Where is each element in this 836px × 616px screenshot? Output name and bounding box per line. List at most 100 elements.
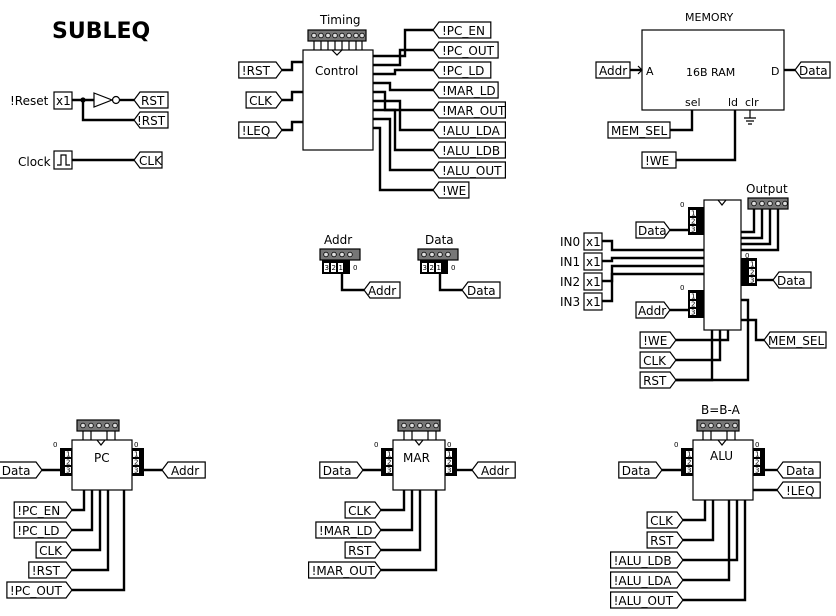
ram-block[interactable] (641, 29, 785, 111)
nrst-tag[interactable] (133, 111, 169, 129)
reset-label: !Reset (10, 94, 49, 108)
rst-tag[interactable] (133, 91, 169, 109)
svg-text:1: 1 (339, 264, 343, 272)
io-data-in-tag[interactable] (635, 221, 671, 239)
control-input-rst-label: !RST (242, 64, 271, 78)
control-output-mar-ld-label: !MAR_LD (442, 84, 496, 98)
alu-control-wire (683, 500, 715, 542)
alu-tag-rst[interactable] (646, 531, 684, 549)
control-output-alu-out-label: !ALU_OUT (442, 164, 502, 178)
mar-tag-rst[interactable] (344, 541, 382, 559)
control-input-leq[interactable] (238, 121, 283, 139)
alu-tag-alu-ldb[interactable] (610, 551, 684, 569)
control-output-alu-lda[interactable] (432, 121, 506, 139)
io-clock-notch (717, 199, 727, 206)
control-output-pc-ld[interactable] (432, 61, 492, 79)
ram-data-tag[interactable] (794, 61, 831, 79)
io-data-out-tag[interactable] (772, 271, 812, 289)
control-block[interactable] (302, 49, 374, 151)
alu-tag-alu-lda[interactable] (610, 571, 684, 589)
control-output-wire (373, 48, 433, 67)
io-block[interactable] (703, 199, 742, 331)
mar-control-wire (381, 490, 406, 512)
control-output-mar-ld[interactable] (432, 81, 499, 99)
addr-probe-tag[interactable] (363, 281, 401, 299)
control-output-wire (373, 99, 433, 132)
control-output-wire (373, 68, 433, 76)
mar-block[interactable] (392, 439, 446, 491)
control-output-pc-en-label: !PC_EN (442, 24, 485, 38)
pc-tag-rst-label: !RST (32, 564, 61, 578)
pc-block[interactable] (71, 439, 133, 491)
alu-data-out-tag[interactable] (776, 461, 821, 479)
control-input-rst[interactable] (238, 61, 283, 79)
pc-tag-pc-en-label: !PC_EN (17, 504, 60, 518)
mar-addr-tag[interactable] (471, 461, 516, 479)
ram-pin-clr: clr (745, 96, 759, 109)
pc-tag-pc-out[interactable] (6, 581, 73, 599)
ground-icon (744, 110, 756, 125)
ram-addr-tag-label: Addr (599, 64, 627, 78)
ram-mem-sel-tag[interactable] (607, 121, 671, 139)
control-output-pc-out[interactable] (432, 41, 499, 59)
nrst-wire (81, 100, 134, 122)
pc-tag-rst[interactable] (28, 561, 73, 579)
mar-tag-clk[interactable] (344, 501, 382, 519)
svg-text:0: 0 (680, 201, 684, 209)
alu-tag-alu-out[interactable] (610, 591, 684, 609)
io-bottom-tag-clk-label: CLK (643, 354, 667, 368)
mar-tag-mar-ld[interactable] (315, 521, 382, 539)
alu-leq-tag[interactable] (776, 481, 821, 499)
ram-we-tag[interactable] (641, 151, 677, 169)
timing-label: Timing (319, 13, 361, 27)
bus-pin-number: 1 (687, 451, 691, 459)
bus-pin-number: 2 (755, 459, 759, 467)
alu-data-in-tag[interactable] (618, 461, 663, 479)
clk-tag[interactable] (133, 151, 163, 169)
alu-data-in-tag-label: Data (622, 464, 651, 478)
control-output-mar-out[interactable] (432, 101, 506, 119)
control-output-alu-out[interactable] (432, 161, 506, 179)
control-output-we[interactable] (432, 181, 470, 199)
io-mem-sel-tag[interactable] (763, 331, 827, 349)
control-input-wire (282, 60, 303, 72)
io-bottom-tag-rst[interactable] (639, 371, 677, 389)
ram-mem-sel-tag-label: MEM_SEL (611, 124, 667, 138)
mar-tag-mar-out[interactable] (308, 561, 382, 579)
pc-tag-pc-ld[interactable] (13, 521, 73, 539)
io-input-label-in0: IN0 (560, 235, 580, 249)
pc-tag-clk[interactable] (35, 541, 73, 559)
io-addr-tag[interactable] (635, 301, 671, 319)
control-input-clk[interactable] (245, 91, 283, 109)
bus-pin-number: 1 (447, 451, 451, 459)
control-output-wire (373, 81, 433, 92)
io-bottom-tag-clk[interactable] (639, 351, 677, 369)
svg-text:0: 0 (745, 252, 749, 260)
mar-control-wire (381, 490, 414, 532)
mar-data-tag[interactable] (319, 461, 364, 479)
control-output-alu-ldb[interactable] (432, 141, 506, 159)
pc-data-tag[interactable] (0, 461, 43, 479)
svg-text:2: 2 (691, 301, 695, 309)
control-output-pc-en[interactable] (432, 21, 492, 39)
mar-addr-tag-label: Addr (481, 464, 509, 478)
svg-text:2: 2 (691, 218, 695, 226)
alu-tag-clk[interactable] (646, 511, 684, 529)
ram-addr-tag[interactable] (595, 61, 631, 79)
io-input-pin-label: x1 (586, 295, 601, 309)
io-data-in-tag-label: Data (638, 224, 667, 238)
memory-section: MEMORY 16B RAM A D sel ld clr Addr Data … (595, 11, 831, 169)
pc-addr-tag[interactable] (161, 461, 206, 479)
data-probe-tag[interactable] (461, 281, 501, 299)
ram-we-tag-label: !WE (645, 154, 669, 168)
io-bottom-tag-we[interactable] (639, 331, 677, 349)
clock-source[interactable] (53, 150, 73, 170)
io-addr-tag-label: Addr (638, 304, 666, 318)
rst-tag-label: RST (141, 94, 165, 108)
io-input-wire (602, 272, 704, 303)
pc-tag-pc-en[interactable] (13, 501, 73, 519)
data-probe-label: Data (425, 233, 454, 247)
data-probe-wire (438, 274, 462, 292)
